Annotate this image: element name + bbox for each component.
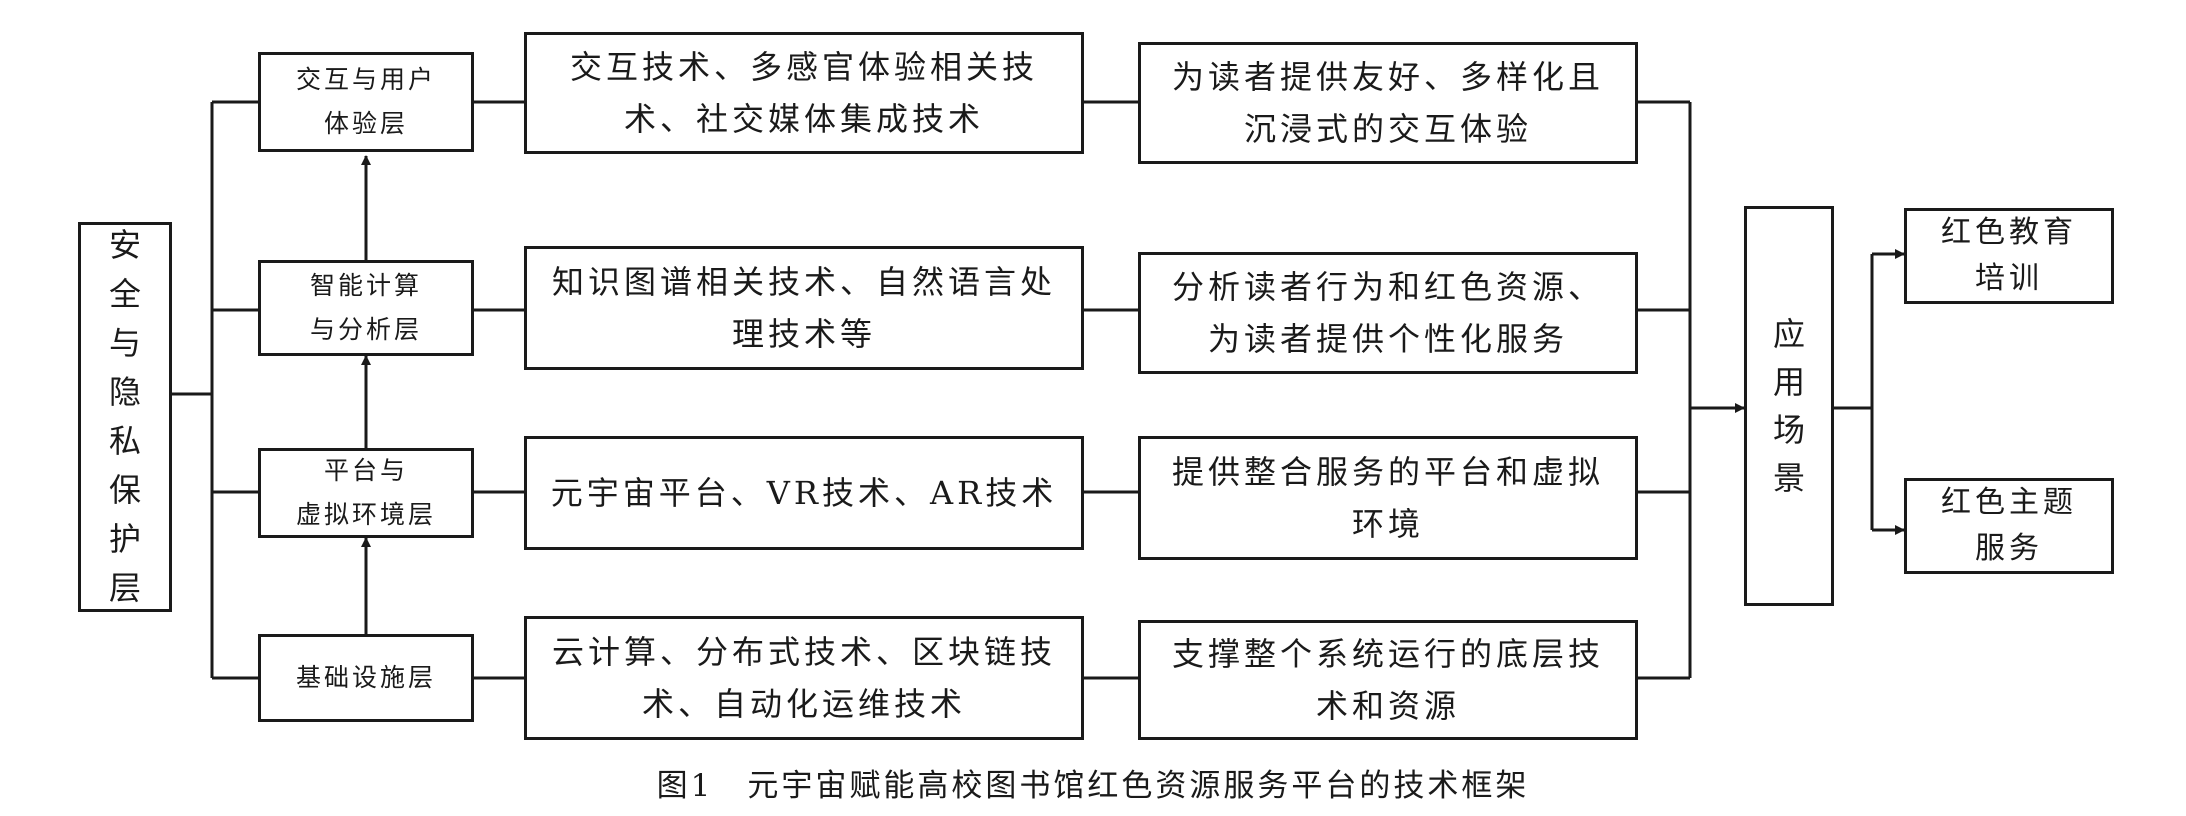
outcome-line: 培训 — [1975, 261, 2043, 296]
tech-box-platform-virtual: 元宇宙平台、VR技术、AR技术 — [524, 436, 1084, 550]
function-text: 分析读者行为和红色资源、为读者提供个性化服务 — [1171, 268, 1604, 358]
tech-text: 元宇宙平台、VR技术、AR技术 — [550, 474, 1058, 512]
security-privacy-layer-box: 安 全 与 隐 私 保 护 层 — [78, 222, 172, 612]
tech-text: 云计算、分布式技术、区块链技术、自动化运维技术 — [551, 633, 1056, 723]
security-layer-char: 隐 — [108, 373, 141, 411]
layer-label-line: 基础设施层 — [295, 663, 436, 692]
function-box-infrastructure: 支撑整个系统运行的底层技术和资源 — [1138, 620, 1638, 740]
layer-box-platform-virtual: 平台与 虚拟环境层 — [258, 448, 474, 538]
application-char: 景 — [1772, 459, 1805, 497]
application-char: 场 — [1772, 411, 1805, 449]
function-text: 支撑整个系统运行的底层技术和资源 — [1171, 635, 1604, 725]
security-layer-char: 全 — [108, 275, 141, 313]
application-scenarios-box: 应 用 场 景 — [1744, 206, 1834, 606]
outcome-line: 红色教育 — [1941, 215, 2077, 250]
layer-label-line: 与分析层 — [309, 315, 422, 344]
figure-caption: 图1 元宇宙赋能高校图书馆红色资源服务平台的技术框架 — [656, 768, 1530, 804]
security-layer-char: 护 — [108, 520, 141, 558]
function-text: 提供整合服务的平台和虚拟环境 — [1171, 453, 1604, 543]
tech-box-infrastructure: 云计算、分布式技术、区块链技术、自动化运维技术 — [524, 616, 1084, 740]
security-layer-char: 保 — [108, 471, 141, 509]
outcome-box-red-education: 红色教育 培训 — [1904, 208, 2114, 304]
function-box-platform-virtual: 提供整合服务的平台和虚拟环境 — [1138, 436, 1638, 560]
security-layer-char: 层 — [108, 569, 141, 607]
tech-box-intelligent-computing: 知识图谱相关技术、自然语言处理技术等 — [524, 246, 1084, 370]
tech-text: 交互技术、多感官体验相关技术、社交媒体集成技术 — [569, 48, 1038, 138]
layer-label-line: 智能计算 — [309, 271, 422, 300]
outcome-line: 服务 — [1975, 531, 2043, 566]
layer-label-line: 平台与 — [323, 456, 408, 485]
tech-text: 知识图谱相关技术、自然语言处理技术等 — [551, 263, 1056, 353]
function-box-intelligent-computing: 分析读者行为和红色资源、为读者提供个性化服务 — [1138, 252, 1638, 374]
tech-box-interaction: 交互技术、多感官体验相关技术、社交媒体集成技术 — [524, 32, 1084, 154]
layer-label-line: 体验层 — [323, 109, 408, 138]
security-layer-char: 安 — [108, 226, 141, 264]
security-layer-char: 与 — [108, 324, 141, 362]
outcome-line: 红色主题 — [1941, 485, 2077, 520]
application-char: 应 — [1772, 315, 1805, 353]
outcome-box-red-theme-service: 红色主题 服务 — [1904, 478, 2114, 574]
layer-label-line: 交互与用户 — [295, 65, 436, 94]
application-char: 用 — [1772, 363, 1805, 401]
layer-label-line: 虚拟环境层 — [295, 500, 436, 529]
function-text: 为读者提供友好、多样化且沉浸式的交互体验 — [1171, 58, 1604, 148]
layer-box-infrastructure: 基础设施层 — [258, 634, 474, 722]
security-layer-char: 私 — [108, 422, 141, 460]
layer-box-interaction: 交互与用户 体验层 — [258, 52, 474, 152]
layer-box-intelligent-computing: 智能计算 与分析层 — [258, 260, 474, 356]
function-box-interaction: 为读者提供友好、多样化且沉浸式的交互体验 — [1138, 42, 1638, 164]
